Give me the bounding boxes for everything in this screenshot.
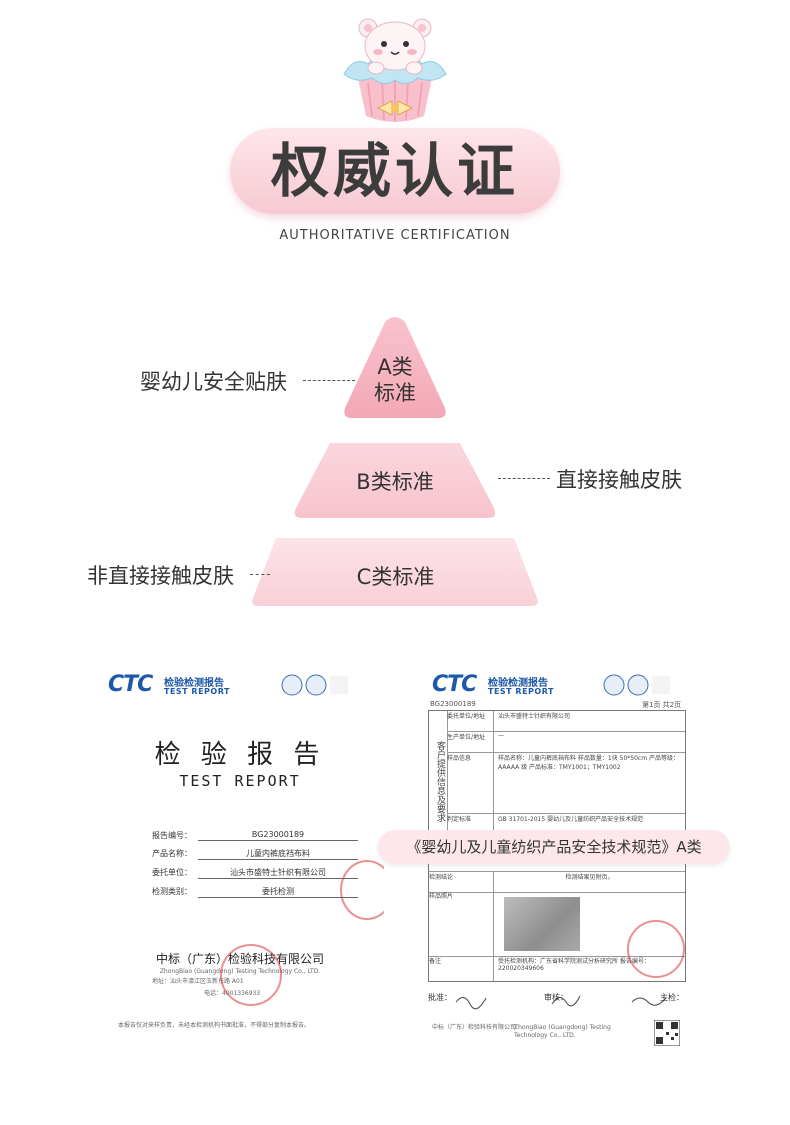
info-value: 委托检测 (198, 886, 358, 898)
row-label: 委托单位/地址 (447, 711, 494, 731)
company-seal-icon (220, 944, 282, 1006)
row-value: 检测结果见附页。 (565, 874, 614, 881)
info-label: 报告编号： (152, 831, 192, 840)
tier-c-shape (252, 538, 538, 606)
row-label: 样品照片 (429, 891, 494, 956)
report-label-en: TEST REPORT (164, 687, 230, 696)
ctc-logo: CTC (108, 672, 153, 697)
info-label: 检测类别： (152, 887, 192, 896)
cover-footer-note: 本报告仅对来样负责，未经本检测机构书面批准，不得部分复制本报告。 (118, 1022, 311, 1029)
row-value: — (498, 732, 504, 739)
bear-cupcake-mascot-icon (343, 18, 447, 122)
table-row: 样品信息 样品名称：儿童内裤底裆布料 样品数量：1块 50*50cm 产品等级：… (447, 753, 685, 814)
standard-banner-pill (378, 830, 730, 864)
row-label: 检测结论 (429, 872, 494, 892)
handwritten-signatures-icon (455, 995, 667, 1010)
signature-row: 批准： 审核： 主检： (428, 992, 684, 1003)
table-row: 检测结论 检测结果见附页。 (429, 871, 685, 893)
report-big-title-en: TEST REPORT (179, 772, 301, 790)
side-heading: 客户提供信息及要求 (429, 711, 448, 851)
company-address: 地址：汕头市濠江区玉新东路 A01 (152, 978, 244, 985)
qr-code-icon (654, 1020, 680, 1046)
row-value: 样品名称：儿童内裤底裆布料 样品数量：1块 50*50cm 产品等级：AAAAA… (498, 755, 679, 771)
certificate-cover: CTC 检验检测报告 TEST REPORT 检 验 报 告 TEST REPO… (100, 660, 384, 1065)
connector-b (498, 478, 550, 479)
row-value: 汕头市盛特士针织有限公司 (498, 713, 571, 720)
report-big-title-cn: 检 验 报 告 (154, 740, 326, 770)
fabric-sample-photo (504, 897, 580, 951)
tier-a-line1: A类 (377, 355, 413, 379)
title-pill-background (230, 128, 560, 214)
approve-label: 批准： (428, 993, 452, 1002)
tier-a-line2: 标准 (374, 381, 416, 405)
label-indirect-contact: 非直接接触皮肤 (87, 564, 234, 588)
report-label-cn: 检验检测报告 (164, 678, 224, 689)
info-label: 产品名称： (152, 849, 192, 858)
tier-a-shape (344, 317, 446, 418)
accreditation-marks-icon (603, 674, 670, 696)
table-row: 备注 受托检测机构：广东省科学院测试分析研究所 报告编号：22002034960… (429, 956, 685, 981)
connector-a (303, 380, 355, 381)
info-row: 委托单位： 汕头市盛特士针织有限公司 (128, 867, 358, 879)
standard-banner-text: 《婴幼儿及儿童纺织产品安全技术规范》A类 (406, 838, 702, 856)
report-label-en: TEST REPORT (488, 687, 554, 696)
table-row: 委托单位/地址 汕头市盛特士针织有限公司 (447, 711, 685, 732)
table-row: 生产单位/地址 — (447, 732, 685, 753)
page-subtitle: AUTHORITATIVE CERTIFICATION (279, 228, 511, 243)
report-number: BG23000189 (430, 700, 476, 708)
ctc-logo: CTC (432, 672, 477, 697)
page-title: 权威认证 (270, 137, 519, 205)
row-value: GB 31701-2015 婴幼儿及儿童纺织产品安全技术规范 (498, 816, 644, 823)
tier-a-label: A类 标准 (345, 354, 445, 406)
report-info-block: 报告编号： BG23000189 产品名称： 儿童内裤底裆布料 委托单位： 汕头… (128, 830, 358, 898)
accreditation-marks-icon (281, 674, 348, 696)
info-row: 报告编号： BG23000189 (128, 830, 358, 841)
page-indicator: 第1页 共2页 (642, 701, 682, 709)
connector-c (250, 574, 270, 575)
review-label: 审核： (544, 993, 568, 1002)
red-stamp-icon (340, 860, 384, 920)
row-label: 样品信息 (447, 753, 494, 813)
info-label: 委托单位： (152, 868, 192, 877)
row-value: 受托检测机构：广东省科学院测试分析研究所 报告编号：220020349606 (498, 958, 650, 972)
info-value: 汕头市盛特士针织有限公司 (198, 867, 358, 879)
info-value: BG23000189 (198, 830, 358, 841)
tier-b-shape (294, 443, 496, 518)
inspector-label: 主检： (660, 993, 684, 1002)
label-infant-skin-safe: 婴幼儿安全贴肤 (140, 370, 287, 394)
tier-b-label: B类标准 (356, 470, 434, 494)
label-direct-contact: 直接接触皮肤 (556, 468, 682, 492)
detail-footer-left: 中标（广东）检验科技有限公司 (432, 1024, 517, 1031)
table-row: 样品照片 (429, 891, 685, 957)
row-label: 生产单位/地址 (447, 732, 494, 752)
info-row: 产品名称： 儿童内裤底裆布料 (128, 848, 358, 860)
detail-footer-right: ZhongBiao (Guangdong) Testing Technology… (514, 1024, 611, 1040)
certification-pyramid (252, 317, 538, 606)
red-seal-icon (627, 920, 685, 978)
sample-photo-cell (494, 891, 685, 956)
tier-c-label: C类标准 (356, 565, 435, 589)
report-label-cn: 检验检测报告 (488, 678, 548, 689)
info-row: 检测类别： 委托检测 (128, 886, 358, 898)
row-label: 备注 (429, 956, 494, 981)
info-value: 儿童内裤底裆布料 (198, 848, 358, 860)
